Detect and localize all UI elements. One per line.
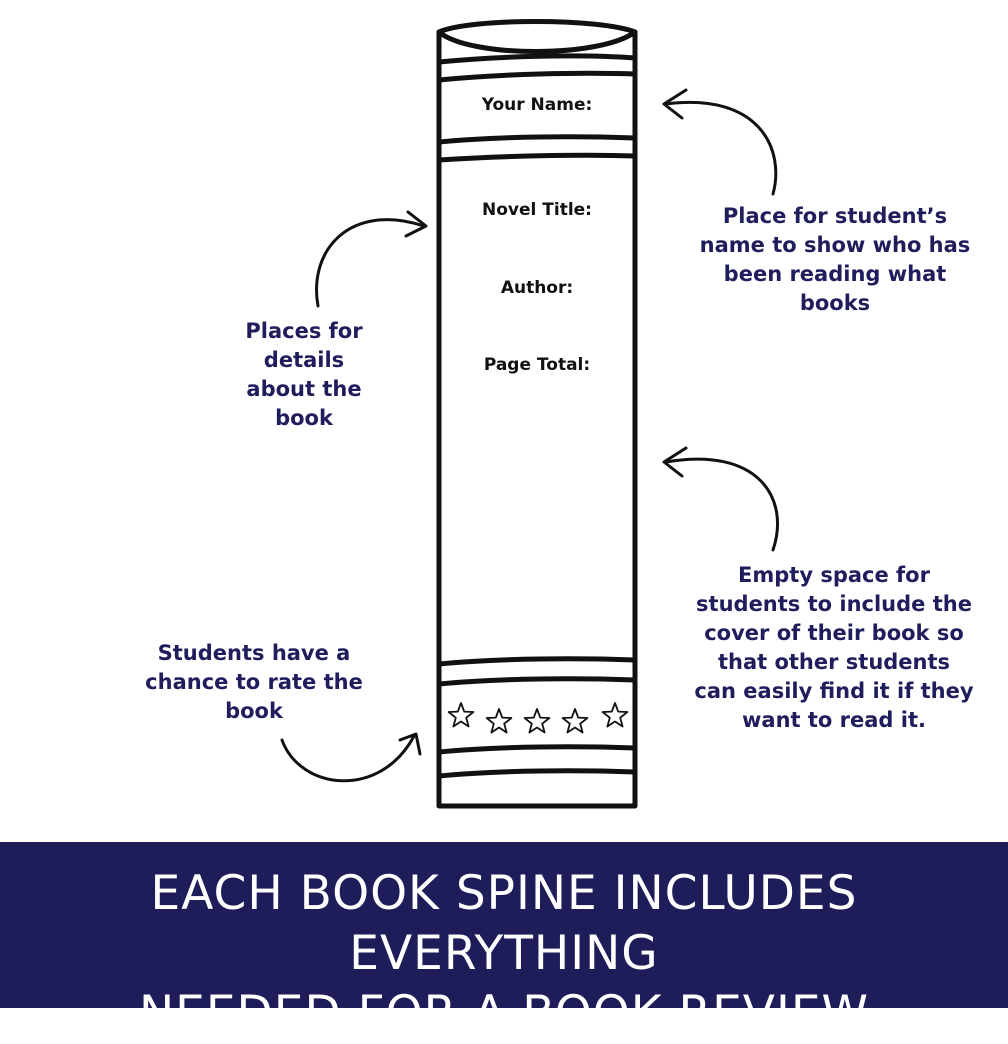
rating-star-icon bbox=[561, 708, 589, 734]
spine-band bbox=[436, 676, 638, 687]
arrow-head bbox=[398, 732, 422, 756]
your-name-label: Your Name: bbox=[481, 95, 593, 115]
spine-band bbox=[436, 70, 638, 83]
annotation-student-name: Place for student’s name to show who has… bbox=[699, 204, 971, 315]
spine-band bbox=[436, 152, 638, 163]
spine-band bbox=[436, 768, 638, 779]
spine-band bbox=[436, 53, 638, 65]
author-label: Author: bbox=[500, 278, 574, 298]
arrow-head bbox=[662, 446, 688, 478]
rating-star-icon bbox=[601, 702, 629, 728]
book-spine-diagram bbox=[280, 19, 779, 809]
arrow-empty-space bbox=[664, 457, 779, 552]
spine-band bbox=[436, 134, 638, 145]
rating-star-icon bbox=[523, 708, 551, 734]
novel-title-label: Novel Title: bbox=[482, 200, 592, 220]
spine-outline bbox=[436, 29, 638, 809]
annotation-empty-space: Empty space for students to include the … bbox=[694, 563, 974, 732]
arrow-book-details bbox=[315, 218, 426, 308]
page-total-label: Page Total: bbox=[483, 355, 591, 375]
annotation-book-details: Places for details about the book bbox=[245, 319, 363, 430]
arrow-head bbox=[404, 210, 428, 238]
arrow-head bbox=[662, 88, 688, 120]
rating-star-icon bbox=[485, 708, 513, 734]
annotation-rating: Students have a chance to rate the book bbox=[145, 641, 363, 723]
banner-text: EACH BOOK SPINE INCLUDES EVERYTHING NEED… bbox=[139, 866, 869, 1041]
spine-top-cap bbox=[436, 19, 638, 54]
arrow-student-name bbox=[664, 101, 778, 196]
spine-band bbox=[436, 744, 638, 755]
arrow-rating bbox=[280, 734, 416, 783]
spine-band bbox=[436, 656, 638, 667]
rating-star-icon bbox=[447, 702, 475, 728]
footer-banner: EACH BOOK SPINE INCLUDES EVERYTHING NEED… bbox=[0, 842, 1008, 1041]
